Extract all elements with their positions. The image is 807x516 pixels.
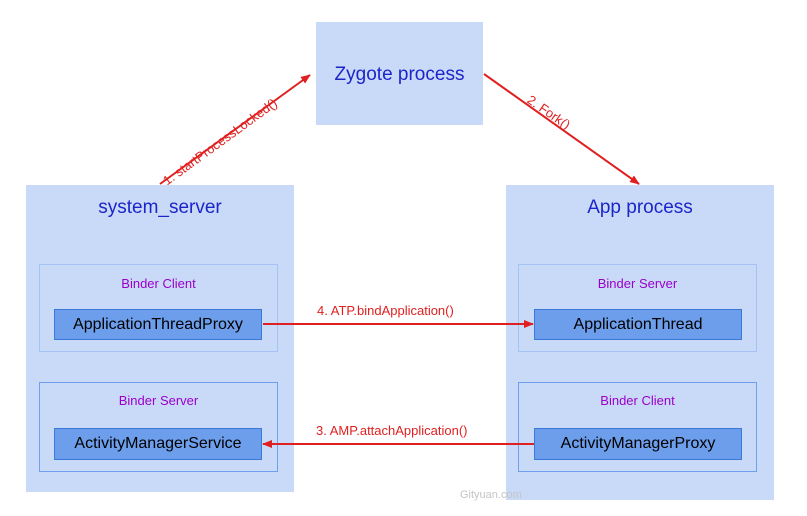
application-thread-proxy-box: ApplicationThreadProxy: [54, 309, 262, 340]
zygote-process-title: Zygote process: [334, 64, 465, 85]
start-process-arrow: [159, 74, 311, 185]
activity-manager-service-box: ActivityManagerService: [54, 428, 262, 460]
activity-manager-proxy-box: ActivityManagerProxy: [534, 428, 742, 460]
bind-application-label: 4. ATP.bindApplication(): [317, 303, 454, 318]
binder-client-label: Binder Client: [121, 276, 196, 291]
fork-arrow: [483, 73, 640, 185]
binder-client-label: Binder Client: [600, 393, 675, 408]
app-process-title: App process: [587, 197, 693, 218]
attach-application-label: 3. AMP.attachApplication(): [316, 423, 468, 438]
watermark: Gityuan.com: [460, 489, 522, 501]
system-server-title: system_server: [98, 197, 222, 218]
binder-server-label: Binder Server: [118, 393, 199, 408]
zygote-process-node: Zygote process: [316, 22, 483, 125]
binder-server-label: Binder Server: [597, 276, 678, 291]
application-thread-box: ApplicationThread: [534, 309, 742, 340]
